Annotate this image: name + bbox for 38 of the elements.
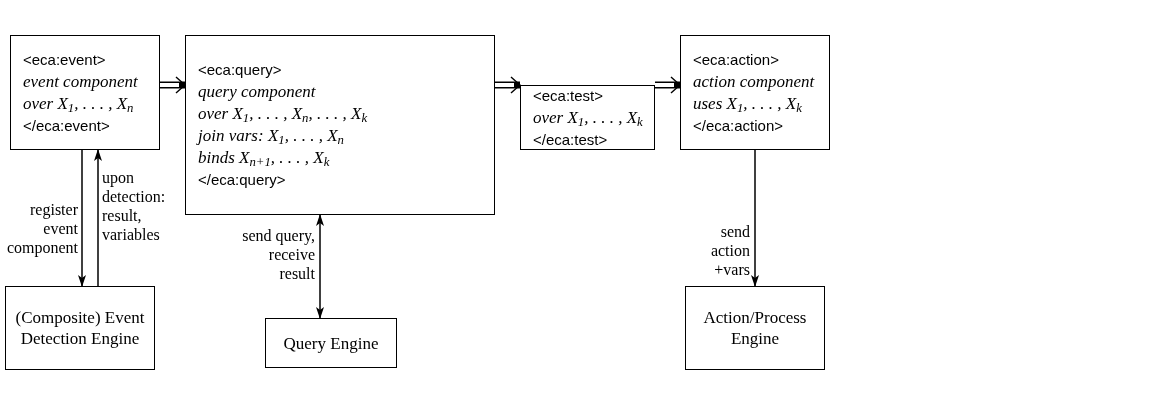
edge-label: send query, receive result — [241, 226, 315, 283]
component-text: query component — [198, 81, 317, 103]
xml-component-box — [680, 35, 830, 150]
arrow — [78, 149, 86, 287]
xml-tag: </eca:event> — [23, 114, 155, 137]
component-text: uses X$_{1}$, . . . , X$_{k}$ — [693, 92, 803, 115]
engine-label: (Composite) Event Detection Engine — [14, 307, 146, 349]
arrow — [751, 149, 759, 287]
arrow — [94, 149, 102, 287]
component-text: over X$_{1}$, . . . , X$_{k}$ — [533, 106, 644, 129]
engine-label: Query Engine — [283, 332, 379, 354]
double-arrow — [655, 76, 681, 94]
engine-box — [685, 286, 825, 370]
engine-box — [5, 286, 155, 370]
xml-component-box — [10, 35, 160, 150]
xml-tag: <eca:event> — [23, 48, 155, 71]
engine-box — [265, 318, 397, 368]
component-text: over X$_{1}$, . . . , X$_{n}$, . . . , X$_{k}$ — [198, 103, 369, 125]
component-text: event component — [23, 70, 139, 93]
xml-component-box — [520, 85, 655, 150]
xml-tag: <eca:test> — [533, 84, 650, 107]
edge-label: register event component — [5, 200, 78, 257]
xml-tag: <eca:query> — [198, 59, 490, 81]
component-text: binds X$_{n+1}$, . . . , X$_{k}$ — [198, 147, 331, 169]
component-text: action component — [693, 70, 816, 93]
edge-label: upon detection: result, variables — [102, 168, 167, 244]
xml-tag: </eca:test> — [533, 128, 650, 151]
double-arrow — [495, 76, 521, 94]
edge-label: send action +vars — [709, 222, 750, 279]
double-arrow — [160, 76, 186, 94]
component-text: over X$_{1}$, . . . , X$_{n}$ — [23, 92, 135, 115]
xml-tag: </eca:query> — [198, 169, 490, 191]
engine-label: Action/Process Engine — [702, 307, 808, 349]
component-text: join vars: X$_{1}$, . . . , X$_{n}$ — [198, 125, 345, 147]
xml-tag: <eca:action> — [693, 48, 825, 71]
xml-component-box — [185, 35, 495, 215]
xml-tag: </eca:action> — [693, 114, 825, 137]
arrow — [316, 214, 324, 319]
